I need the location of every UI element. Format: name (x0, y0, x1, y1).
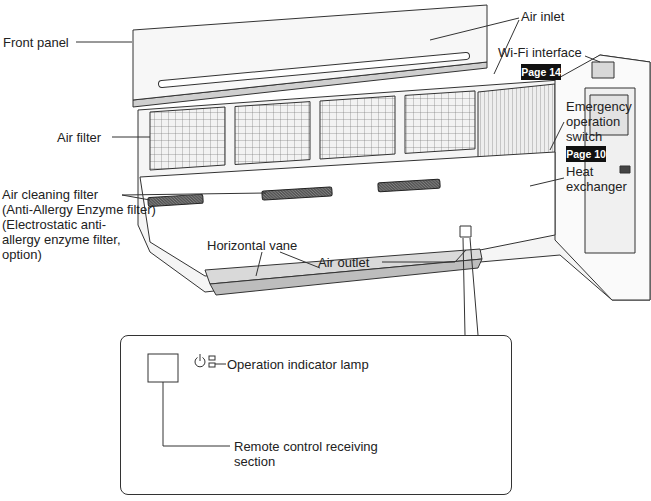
part-label: Air inlet (521, 9, 564, 24)
air-filters (150, 91, 475, 170)
lamp-icon (209, 356, 215, 360)
page-reference-tag: Page 14 (521, 64, 561, 80)
page-reference-tag: Page 10 (566, 146, 606, 162)
air-filters (405, 91, 475, 153)
front-lower-face (140, 152, 555, 276)
part-label: Wi-Fi interface (498, 45, 582, 60)
part-label: (Electrostatic anti-allergy enzyme filte… (2, 217, 140, 262)
part-label: Operation indicator lamp (227, 357, 369, 372)
leader-lines (280, 252, 320, 268)
leader-lines (530, 178, 564, 186)
lamp-leader (215, 364, 226, 365)
leader-lines (122, 195, 150, 200)
lamp-icon (209, 363, 215, 367)
leader-lines (112, 137, 150, 138)
air-cleaning-filters (378, 179, 440, 192)
leader-lines (550, 122, 564, 150)
receiver-square (148, 354, 178, 382)
leader-lines (76, 42, 132, 43)
air-cleaning-filters (262, 187, 332, 200)
end-cap (555, 55, 650, 300)
part-label: Remote control receiving section (234, 439, 399, 469)
air-cleaning-filters (148, 194, 203, 206)
detail-inset-box: Operation indicator lampRemote control r… (120, 335, 512, 495)
front-panel (133, 5, 487, 107)
power-symbol (200, 354, 201, 361)
air-filters (150, 107, 225, 170)
front-panel (162, 56, 466, 84)
leader-lines (470, 238, 478, 335)
receiver-window (460, 226, 471, 237)
front-panel (162, 56, 466, 84)
part-label: Heat exchanger (566, 164, 638, 194)
leader-lines (122, 193, 266, 195)
page-reference: Page 10 (566, 147, 606, 162)
leader-lines (463, 238, 465, 335)
wifi-module (592, 62, 614, 78)
part-label: Front panel (3, 35, 69, 50)
part-label: Air cleaning filter (2, 187, 98, 202)
leader-lines (76, 18, 600, 335)
part-label: Air filter (57, 130, 101, 145)
air-filters (235, 102, 310, 165)
leader-lines (430, 18, 519, 40)
part-label: Horizontal vane (207, 238, 297, 253)
page-reference: Page 14 (521, 65, 561, 80)
part-label: Air outlet (318, 255, 369, 270)
leader-lines (382, 250, 466, 262)
receiver-leader (163, 382, 230, 446)
leader-lines (585, 56, 600, 62)
part-label: (Anti-Allergy Enzyme filter) (2, 202, 156, 217)
emergency-switch (620, 166, 630, 173)
leader-lines (256, 252, 262, 276)
air-cleaning-filters (148, 179, 440, 207)
front-panel (133, 5, 487, 100)
inset-icons (148, 354, 230, 446)
air-filters (320, 96, 395, 159)
part-label: Emergency operation switch (566, 99, 644, 144)
